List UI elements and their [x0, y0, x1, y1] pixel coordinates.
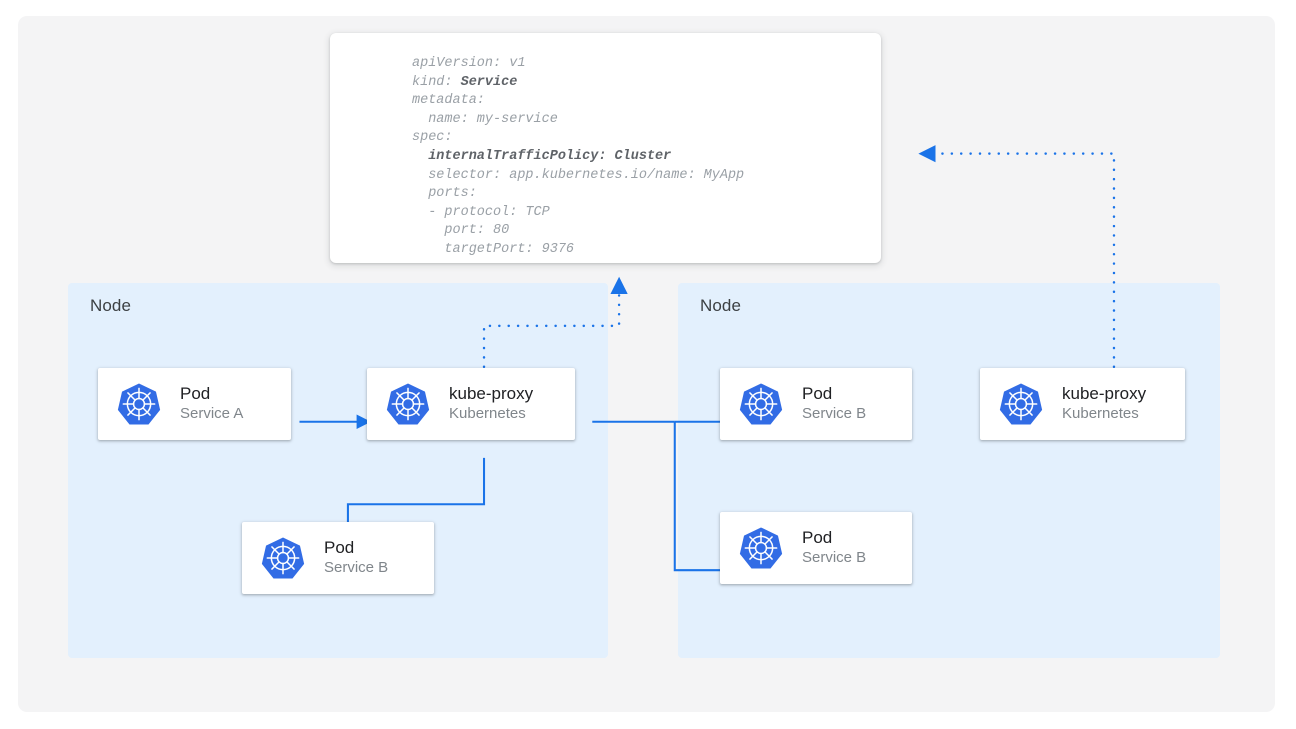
card-text: kube-proxy Kubernetes [1062, 384, 1146, 423]
kube-proxy-left-card[interactable]: kube-proxy Kubernetes [367, 368, 575, 440]
pod-service-b-top-card[interactable]: Pod Service B [720, 368, 912, 440]
card-title: Pod [180, 384, 211, 404]
card-title: Pod [802, 528, 833, 548]
yaml-line-port: port: 80 [412, 223, 510, 239]
kubernetes-icon [999, 383, 1043, 425]
yaml-line-ports: ports: [412, 186, 477, 202]
card-subtitle: Service B [802, 405, 867, 423]
node-region-right: Node [678, 283, 1220, 658]
card-subtitle: Service A [180, 405, 244, 423]
card-subtitle: Kubernetes [1062, 405, 1139, 423]
node-region-left: Node [68, 283, 608, 658]
yaml-line-internaltrafficpolicy: internalTrafficPolicy: Cluster [412, 148, 672, 164]
card-text: Pod Service B [802, 528, 866, 567]
kubernetes-icon [386, 383, 430, 425]
card-text: Pod Service B [802, 384, 866, 423]
kubernetes-icon [739, 527, 783, 569]
yaml-line-selector: selector: app.kubernetes.io/name: MyApp [412, 167, 745, 183]
yaml-line-spec: spec: [412, 130, 453, 146]
kubernetes-icon [117, 383, 161, 425]
card-text: Pod Service A [180, 384, 243, 423]
node-label-left: Node [90, 296, 132, 315]
card-subtitle: Service B [802, 549, 867, 567]
yaml-line-protocol: - protocol: TCP [412, 204, 550, 220]
pod-service-b-left-card[interactable]: Pod Service B [242, 522, 434, 594]
yaml-line-kind: kind: Service [412, 74, 518, 90]
kubernetes-icon [739, 383, 783, 425]
yaml-line-apiversion: apiVersion: v1 [412, 56, 526, 71]
kube-proxy-right-card[interactable]: kube-proxy Kubernetes [980, 368, 1185, 440]
card-text: kube-proxy Kubernetes [449, 384, 533, 423]
card-subtitle: Service B [324, 559, 389, 577]
card-title: kube-proxy [1062, 384, 1147, 404]
card-title: Pod [324, 538, 355, 558]
yaml-line-name: name: my-service [412, 111, 558, 127]
pod-service-a-card[interactable]: Pod Service A [98, 368, 291, 440]
pod-service-b-bottom-card[interactable]: Pod Service B [720, 512, 912, 584]
yaml-code-block: apiVersion: v1 kind: Service metadata: n… [412, 55, 744, 260]
card-subtitle: Kubernetes [449, 405, 526, 423]
service-yaml-manifest: apiVersion: v1 kind: Service metadata: n… [330, 33, 881, 263]
node-label-right: Node [700, 296, 742, 315]
yaml-line-targetport: targetPort: 9376 [412, 241, 575, 257]
yaml-line-metadata: metadata: [412, 93, 485, 109]
diagram-canvas: Node Node apiVersion: v1 kind: Service m… [18, 16, 1275, 712]
card-title: kube-proxy [449, 384, 534, 404]
card-title: Pod [802, 384, 833, 404]
card-text: Pod Service B [324, 538, 388, 577]
kubernetes-icon [261, 537, 305, 579]
